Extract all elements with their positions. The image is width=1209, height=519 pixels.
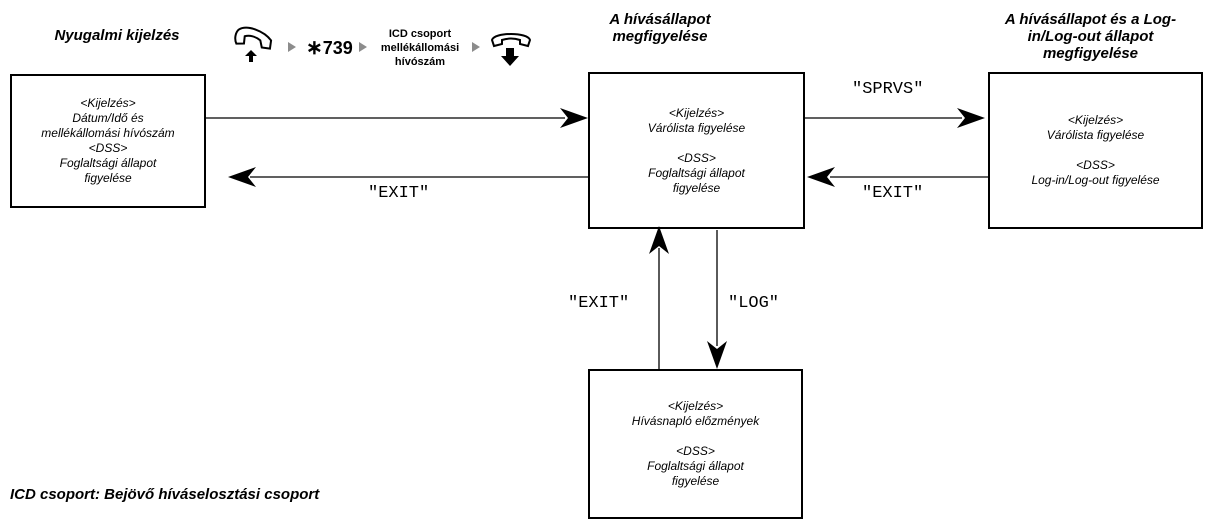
arrowhead-left [228, 167, 256, 187]
title-idle-display: Nyugalmi kijelzés [54, 27, 180, 44]
dss-text: Foglaltsági állapot [59, 156, 157, 170]
label-line: hívószám [394, 56, 446, 68]
sequence-arrow-icon [359, 42, 367, 52]
arrowhead-right [957, 108, 985, 128]
box-supervisor-monitor: <Kijelzés> Várólista figyelése <DSS> Log… [988, 72, 1203, 229]
title-line: megfigyelése [1042, 45, 1139, 62]
box-call-monitor: <Kijelzés> Várólista figyelése <DSS> Fog… [588, 72, 805, 229]
label-sprvs: "SPRVS" [852, 80, 924, 99]
title-line: A hívásállapot [609, 11, 711, 28]
display-label: <Kijelzés> [667, 399, 724, 413]
dss-text: Foglaltsági állapot [648, 165, 745, 180]
label-exit-from-log: "EXIT" [568, 294, 630, 313]
arrowhead-left [807, 167, 835, 187]
display-text: Várólista figyelése [1046, 128, 1145, 142]
display-label: <Kijelzés> [668, 105, 725, 120]
title-call-login-monitor: A hívásállapot és a Log- in/Log-out álla… [978, 11, 1203, 62]
off-hook-icon [234, 26, 273, 62]
dss-text: figyelése [84, 171, 132, 185]
label-line: ICD csoport [388, 28, 452, 40]
display-text: mellékállomási hívószám [41, 126, 175, 140]
display-label: <Kijelzés> [1067, 113, 1124, 127]
title-line: A hívásállapot és a Log- [1004, 11, 1177, 28]
dss-label: <DSS> [677, 150, 716, 165]
icd-group-extension-label: ICD csoport mellékállomási hívószám [370, 27, 470, 69]
box-call-log: <Kijelzés> Hívásnapló előzmények <DSS> F… [588, 369, 803, 519]
arrowhead-up [649, 226, 669, 254]
dss-text: figyelése [672, 180, 721, 195]
dss-text: figyelése [671, 474, 720, 488]
display-text: Dátum/Idő és [72, 111, 144, 125]
arrowhead-right [560, 108, 588, 128]
label-log: "LOG" [728, 294, 780, 313]
title-line: megfigyelése [612, 28, 708, 45]
footnote-icd-definition: ICD csoport: Bejövő híváselosztási csopo… [10, 486, 320, 503]
dss-text: Foglaltsági állapot [647, 459, 744, 473]
box-idle-display: <Kijelzés> Dátum/Idő és mellékállomási h… [10, 74, 206, 208]
arrowhead-down [707, 341, 727, 369]
dss-label: <DSS> [88, 141, 128, 155]
dss-label: <DSS> [1076, 158, 1115, 172]
label-exit-to-idle: "EXIT" [368, 184, 430, 203]
display-text: Hívásnapló előzmények [631, 414, 760, 428]
on-hook-icon [490, 33, 532, 66]
sequence-dial-code: ∗739 [306, 35, 353, 60]
display-text: Várólista figyelése [647, 120, 746, 135]
title-line: in/Log-out állapot [1027, 28, 1154, 45]
title-call-monitor: A hívásállapot megfigyelése [590, 11, 730, 45]
asterisk-icon: ∗ [306, 37, 323, 59]
sequence-arrow-icon [472, 42, 480, 52]
label-line: mellékállomási [380, 42, 460, 54]
sequence-arrow-icon [288, 42, 296, 52]
label-exit-to-monitor: "EXIT" [862, 184, 924, 203]
dial-code: 739 [322, 38, 353, 58]
dss-text: Log-in/Log-out figyelése [1031, 173, 1160, 187]
dss-label: <DSS> [676, 444, 715, 458]
display-label: <Kijelzés> [80, 96, 136, 110]
